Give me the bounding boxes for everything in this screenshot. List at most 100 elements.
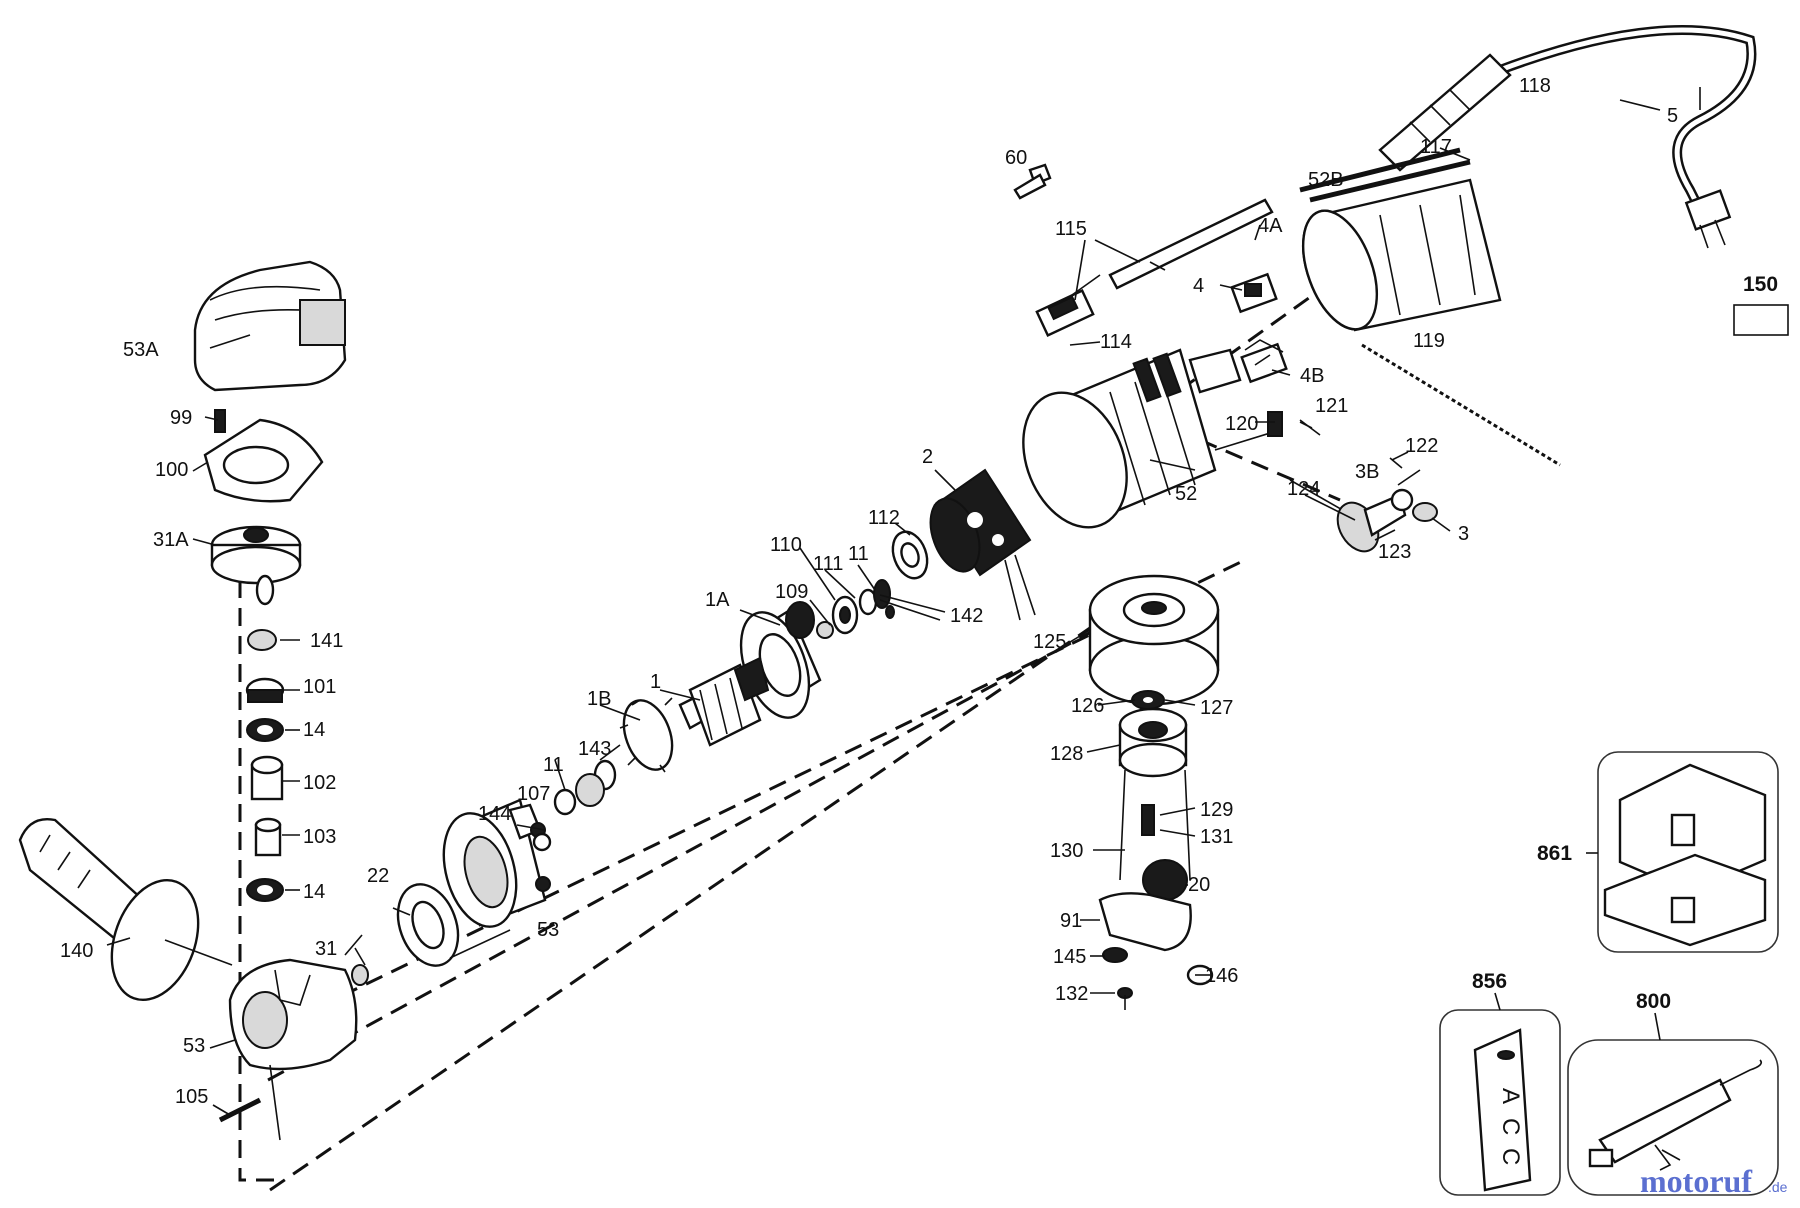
part-label: 53A (123, 339, 159, 361)
part-label: 114 (1100, 331, 1132, 353)
power-plug (1684, 189, 1732, 231)
box-150 (1733, 304, 1789, 336)
part-label: 115 (1055, 218, 1087, 240)
extraction-tool-800 (1567, 1039, 1779, 1196)
bearings-washers (831, 530, 941, 635)
power-cord-assembly (1299, 25, 1757, 249)
acc-card-856 (1439, 1009, 1561, 1196)
assembly-axis-dashed (267, 598, 1151, 1082)
watermark-suffix: .de (1768, 1179, 1788, 1195)
part-label: 14 (303, 881, 325, 903)
assembly-axis-dashed (239, 558, 1246, 1047)
part-label: 11 (848, 543, 869, 565)
part-label: 1B (587, 688, 611, 710)
side-handle-140 (18, 818, 233, 1002)
part-label: 128 (1050, 743, 1083, 765)
part-label: 53 (537, 919, 559, 941)
part-label: 1 (650, 671, 661, 693)
part-label: 60 (1005, 147, 1027, 169)
cord-guard (1378, 53, 1512, 172)
part-label: 129 (1200, 799, 1233, 821)
part-label: 31 (315, 938, 337, 960)
small-parts-right (1267, 343, 1561, 553)
part-label: 142 (950, 605, 983, 627)
part-label: 126 (1071, 695, 1104, 717)
part-label: 14 (303, 719, 325, 741)
part-label: 103 (303, 826, 336, 848)
part-label: 120 (1225, 413, 1258, 435)
part-labels: 60 115 4A 4 52B 117 118 5 150 114 4B 119… (60, 75, 1778, 1108)
part-label: 124 (1287, 478, 1320, 500)
part-label: 131 (1200, 826, 1233, 848)
part-label: 52B (1308, 169, 1344, 191)
part-label: 4A (1258, 215, 1283, 237)
part-label: 100 (155, 459, 188, 481)
gear-case-53-left (218, 958, 369, 1141)
part-label: 122 (1405, 435, 1438, 457)
part-label: 52 (1175, 483, 1197, 505)
field-coil-2 (929, 468, 1036, 621)
acc-letter: C (1497, 1118, 1524, 1135)
assembly-axis-dashed (238, 580, 280, 1182)
part-label: 102 (303, 772, 336, 794)
part-label: 107 (517, 783, 550, 805)
part-label: 112 (868, 507, 900, 529)
part-label: 4B (1300, 365, 1324, 387)
part-label: 110 (770, 534, 802, 556)
part-label: 2 (922, 446, 933, 468)
part-label: 150 (1743, 273, 1778, 296)
part-label: 141 (310, 630, 343, 652)
assembly-axis-dashed (1199, 438, 1341, 502)
part-label: 3 (1458, 523, 1469, 545)
part-label: 11 (543, 754, 564, 776)
backing-pad-125 (1088, 574, 1220, 706)
acc-letter: A (1497, 1088, 1524, 1104)
part-label: 118 (1519, 75, 1551, 97)
part-label: 800 (1636, 990, 1671, 1013)
part-label: 143 (578, 738, 611, 760)
part-label: 101 (303, 676, 336, 698)
gear-stack-left (203, 418, 324, 902)
label-tag-60 (1013, 173, 1047, 200)
part-label: 105 (175, 1086, 208, 1108)
part-label: 121 (1315, 395, 1348, 417)
part-label: 861 (1537, 842, 1572, 865)
part-label: 22 (367, 865, 389, 887)
gear-case-53 (442, 798, 552, 928)
assembly-axis-dashed (269, 578, 1161, 1192)
watermark-brand: motoruf (1640, 1163, 1752, 1199)
part-label: 109 (775, 581, 808, 603)
part-label: 3B (1355, 461, 1379, 483)
spindle-parts (1098, 690, 1214, 1010)
part-label: 1A (705, 589, 730, 611)
rear-housing-53A (193, 260, 347, 433)
part-label: 31A (153, 529, 189, 551)
part-label: 5 (1667, 105, 1678, 127)
brush-parts (1028, 163, 1288, 384)
carrying-case-861 (1597, 751, 1779, 953)
part-label: 127 (1200, 697, 1233, 719)
acc-letter: C (1497, 1148, 1524, 1165)
motor-housing-52B (1302, 178, 1502, 332)
part-label: 119 (1413, 330, 1445, 352)
part-label: 99 (170, 407, 192, 429)
part-label: 144 (478, 803, 511, 825)
part-label: 20 (1188, 874, 1210, 896)
part-label: 53 (183, 1035, 205, 1057)
part-label: 4 (1193, 275, 1204, 297)
part-label: 856 (1472, 970, 1507, 993)
watermark: motoruf .de (1640, 1163, 1788, 1199)
part-label: 125 (1033, 631, 1066, 653)
part-label: 146 (1205, 965, 1238, 987)
stator-housing-52 (1022, 348, 1281, 529)
part-label: 111 (813, 553, 843, 575)
part-label: 91 (1060, 910, 1082, 932)
leader-lines (106, 87, 1701, 1116)
part-label: 132 (1055, 983, 1088, 1005)
part-label: 123 (1378, 541, 1411, 563)
part-label: 117 (1420, 136, 1452, 158)
armature-1 (553, 656, 770, 816)
part-label: 140 (60, 940, 93, 962)
part-label: 145 (1053, 946, 1086, 968)
